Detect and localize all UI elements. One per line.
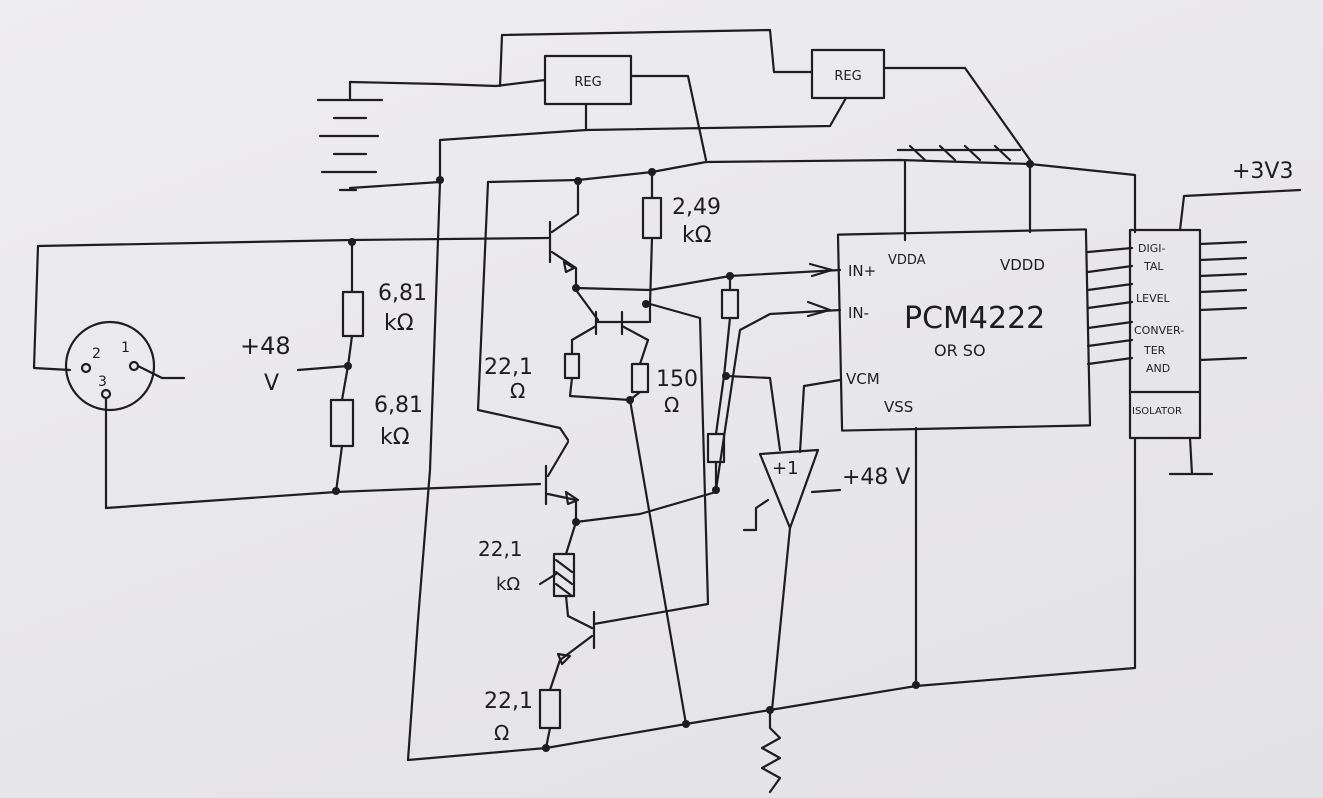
ic-supply-taps	[903, 160, 1032, 242]
phantom-divider: 6,81 kΩ 6,81 kΩ +48 V	[240, 238, 427, 495]
r-150-value: 150	[656, 367, 698, 392]
supply-3v3-label: +3V3	[1232, 159, 1293, 184]
r-top-unit: kΩ	[682, 223, 712, 248]
collector-bias-wire	[476, 180, 570, 442]
digital-ground-symbol	[1168, 436, 1214, 476]
crossed-out-resistor: 22,1 kΩ	[478, 520, 578, 618]
phantom-unit: V	[264, 371, 279, 396]
resistor-2k49	[641, 196, 663, 240]
ic-part-sub: OR SO	[934, 341, 986, 360]
r-150-unit: Ω	[664, 393, 679, 417]
r-crossed-value: 22,1	[478, 537, 523, 561]
buffer-gain: +1	[772, 458, 799, 479]
xlr-connector: 2 1 3	[64, 320, 186, 412]
ic-pin-vss: VSS	[884, 398, 913, 416]
in-plus-wire	[574, 268, 842, 292]
bottom-emitter-wire	[574, 490, 718, 524]
level-converter-isolator: DIGI- TAL LEVEL CONVER- TER AND ISOLATOR	[1128, 228, 1202, 440]
xlr-pin-3: 3	[98, 374, 107, 390]
input-transistor-top	[548, 178, 580, 290]
reg-right-label: REG	[834, 69, 861, 84]
ic-pin-vddd: VDDD	[1000, 256, 1045, 274]
in-minus-divider	[706, 274, 842, 494]
r-top-value: 2,49	[672, 195, 721, 220]
ic-data-lines	[1086, 246, 1134, 366]
converter-line-5: TER	[1143, 344, 1166, 357]
ic-pin-in-minus: IN-	[848, 304, 869, 322]
r-bottom-value: 22,1	[484, 689, 533, 714]
input-transistor-bottom	[544, 440, 580, 524]
converter-line-4: CONVER-	[1134, 324, 1184, 337]
mirror-to-ground	[628, 398, 688, 726]
xlr-pin-1: 1	[121, 340, 130, 356]
converter-line-2: TAL	[1143, 260, 1164, 273]
r-div1-value: 6,81	[378, 281, 427, 306]
xlr-pin-2: 2	[92, 346, 101, 362]
reg-left-label: REG	[574, 75, 601, 90]
ic-pin-in-plus: IN+	[848, 262, 876, 280]
supply-3v3-wire	[1178, 188, 1302, 232]
r-emitter-left-value: 22,1	[484, 355, 533, 380]
chassis-ground-symbol	[760, 708, 782, 794]
xlr-hot-wire	[32, 236, 550, 372]
r-crossed-unit: kΩ	[496, 574, 520, 595]
in-plus-arrow	[808, 262, 834, 278]
r-emitter-left-unit: Ω	[510, 379, 525, 403]
converter-line-1: DIGI-	[1138, 242, 1165, 255]
top-rail	[486, 158, 1137, 234]
tail-transistor: 22,1 Ω	[484, 610, 596, 750]
r-div2-unit: kΩ	[380, 425, 410, 450]
phantom-voltage: +48	[240, 332, 291, 360]
r-div2-value: 6,81	[374, 393, 423, 418]
current-mirror: 22,1 Ω 150 Ω	[484, 288, 698, 417]
ic-part-name: PCM4222	[904, 301, 1045, 336]
regulator-left: REG	[543, 54, 633, 106]
regulator-right: REG	[810, 48, 886, 100]
xlr-cold-wire	[104, 396, 542, 510]
converter-line-7: ISOLATOR	[1132, 406, 1182, 417]
in-minus-arrow	[806, 300, 832, 318]
ic-pin-vdda: VDDA	[888, 253, 926, 268]
feedback-loop	[592, 302, 710, 626]
vcm-buffer: +1 +48 V	[742, 378, 910, 712]
ic-pin-vcm: VCM	[846, 370, 880, 388]
regulator-wiring	[438, 28, 1032, 184]
r-bottom-unit: Ω	[494, 721, 509, 745]
buffer-supply: +48 V	[842, 465, 910, 490]
converter-line-6: AND	[1146, 362, 1170, 375]
r-div1-unit: kΩ	[384, 311, 414, 336]
adc-ic: IN+ VDDA VDDD IN- PCM4222 OR SO VCM VSS	[836, 228, 1092, 688]
left-ground-wire	[406, 180, 1137, 762]
converter-line-3: LEVEL	[1136, 292, 1171, 305]
crossed-out-segment	[896, 144, 1022, 162]
battery-symbol	[316, 80, 498, 192]
converter-output-lines	[1198, 240, 1248, 362]
